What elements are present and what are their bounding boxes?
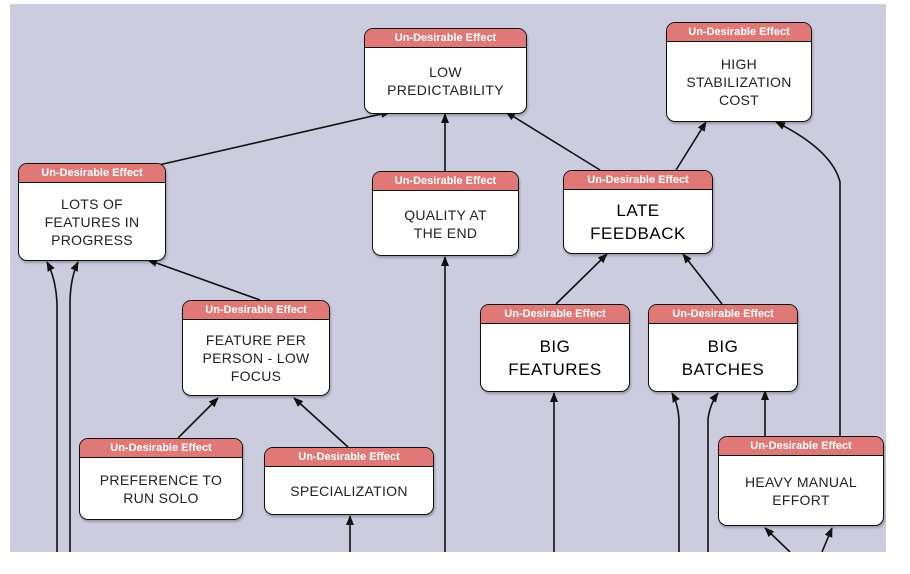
edge-late-feedback-to-high-stabilization-cost (675, 121, 707, 171)
node-header-label: Un-Desirable Effect (19, 164, 165, 183)
edge-offscreen-to-heavy-manual-effort-1 (764, 527, 791, 552)
node-big-features[interactable]: Un-Desirable Effect BIG FEATURES (480, 304, 630, 392)
edge-big-batches-to-late-feedback (682, 253, 723, 305)
node-specialization[interactable]: Un-Desirable Effect SPECIALIZATION (264, 447, 434, 515)
node-late-feedback[interactable]: Un-Desirable Effect LATE FEEDBACK (563, 170, 713, 254)
edge-offscreen-to-heavy-manual-effort-2 (821, 527, 833, 552)
edge-preference-solo-to-feature-per-person (177, 397, 219, 439)
node-text: LATE FEEDBACK (590, 201, 686, 243)
node-text: FEATURE PER PERSON - LOW FOCUS (202, 332, 310, 384)
edge-lots-of-features-to-low-predictability (149, 110, 391, 168)
edge-offscreen-to-big-batches-2 (707, 392, 719, 552)
edge-offscreen-to-lots-of-features-1 (46, 261, 58, 552)
node-header-label: Un-Desirable Effect (719, 437, 883, 456)
node-high-stabilization-cost[interactable]: Un-Desirable Effect HIGH STABILIZATION C… (666, 22, 812, 122)
node-header-label: Un-Desirable Effect (649, 305, 797, 324)
node-preference-to-run-solo[interactable]: Un-Desirable Effect PREFERENCE TO RUN SO… (79, 438, 243, 520)
node-big-batches[interactable]: Un-Desirable Effect BIG BATCHES (648, 304, 798, 392)
node-lots-of-features-in-progress[interactable]: Un-Desirable Effect LOTS OF FEATURES IN … (18, 163, 166, 261)
node-text: LOTS OF FEATURES IN PROGRESS (44, 196, 140, 248)
edge-late-feedback-to-low-predictability (505, 111, 601, 171)
node-text: HIGH STABILIZATION COST (686, 56, 792, 108)
node-header-label: Un-Desirable Effect (183, 301, 329, 320)
node-header-label: Un-Desirable Effect (667, 23, 811, 42)
edge-heavy-manual-effort-to-high-stabilization-cost (775, 121, 841, 438)
node-text: SPECIALIZATION (290, 483, 408, 499)
node-header-label: Un-Desirable Effect (481, 305, 629, 324)
node-heavy-manual-effort[interactable]: Un-Desirable Effect HEAVY MANUAL EFFORT (718, 436, 884, 526)
edge-feature-per-person-to-lots-of-features (147, 259, 261, 301)
node-feature-per-person-low-focus[interactable]: Un-Desirable Effect FEATURE PER PERSON -… (182, 300, 330, 396)
diagram-edges (46, 110, 841, 552)
node-text: QUALITY AT THE END (404, 206, 487, 241)
node-text: LOW PREDICTABILITY (387, 64, 504, 98)
edge-offscreen-to-lots-of-features-2 (69, 261, 79, 552)
node-text: BIG BATCHES (681, 337, 765, 379)
edge-big-features-to-late-feedback (555, 253, 608, 305)
node-text: PREFERENCE TO RUN SOLO (99, 472, 223, 506)
node-text: HEAVY MANUAL EFFORT (744, 474, 857, 508)
node-header-label: Un-Desirable Effect (365, 29, 526, 48)
node-text: BIG FEATURES (508, 337, 602, 379)
node-header-label: Un-Desirable Effect (80, 439, 242, 458)
edge-specialization-to-feature-per-person (293, 397, 349, 448)
node-quality-at-the-end[interactable]: Un-Desirable Effect QUALITY AT THE END (372, 171, 519, 256)
node-header-label: Un-Desirable Effect (564, 171, 712, 190)
node-header-label: Un-Desirable Effect (373, 172, 518, 191)
diagram-canvas: Un-Desirable Effect LOW PREDICTABILITY U… (10, 4, 886, 552)
node-header-label: Un-Desirable Effect (265, 448, 433, 467)
node-low-predictability[interactable]: Un-Desirable Effect LOW PREDICTABILITY (364, 28, 527, 114)
edge-offscreen-to-big-batches-1 (671, 392, 680, 552)
